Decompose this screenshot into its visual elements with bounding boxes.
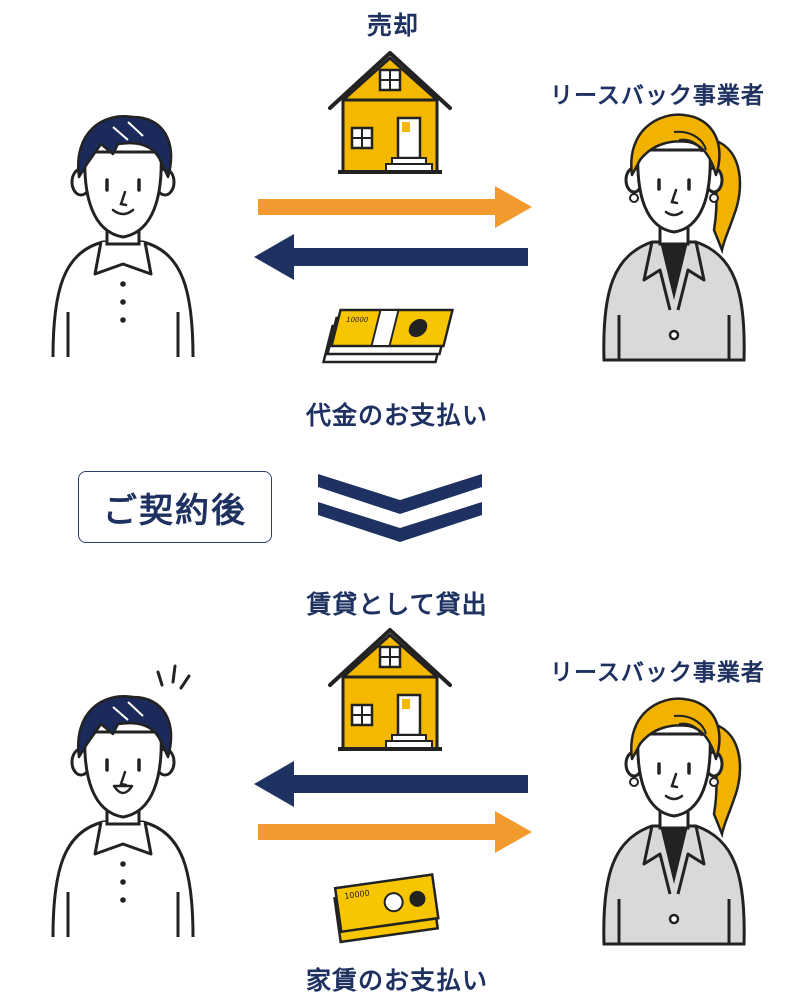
after-contract-badge: ご契約後 — [78, 471, 272, 543]
house-icon — [328, 51, 452, 174]
house-icon — [328, 628, 452, 751]
homeowner-icon — [51, 664, 195, 939]
sale-label: 売却 — [366, 11, 420, 40]
leaseback-company-label: リースバック事業者 — [550, 83, 765, 109]
arrow-left-icon — [254, 234, 528, 280]
payment-label: 代金のお支払い — [305, 401, 489, 430]
banknotes-icon: 10000 — [333, 873, 440, 944]
arrow-right-icon — [258, 186, 532, 228]
lease-out-label: 賃貸として貸出 — [306, 590, 488, 619]
banknote-denomination: 10000 — [345, 315, 370, 324]
arrow-right-icon — [258, 811, 532, 853]
arrow-left-icon — [254, 761, 528, 807]
homeowner-icon — [51, 114, 195, 359]
businessperson-icon — [602, 696, 746, 946]
after-contract-text: ご契約後 — [103, 490, 247, 531]
leaseback-company-label: リースバック事業者 — [550, 660, 765, 686]
money-stack-icon: 10000 — [321, 308, 455, 364]
businessperson-icon — [602, 112, 746, 362]
banknote-denomination: 10000 — [344, 888, 370, 900]
chevron-down-icon — [318, 474, 482, 542]
rent-payment-label: 家賃のお支払い — [305, 966, 489, 995]
